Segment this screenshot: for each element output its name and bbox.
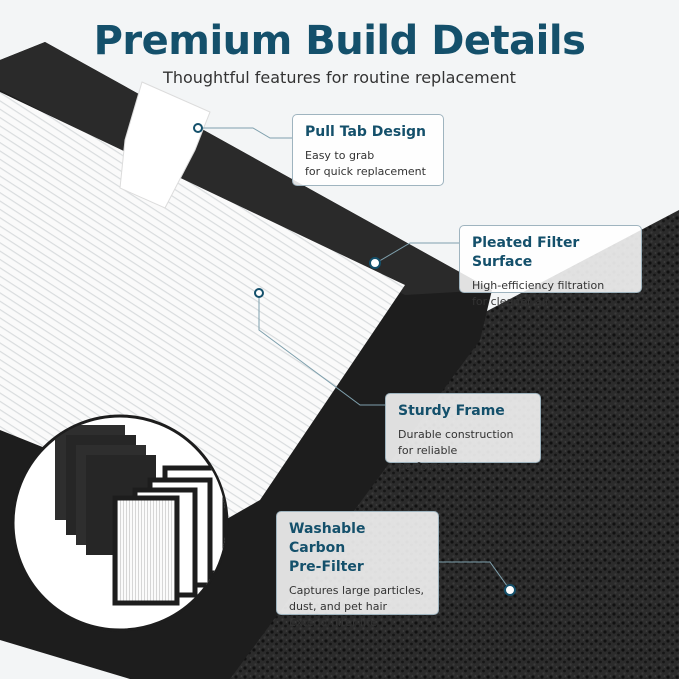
marker-pleated	[369, 257, 381, 269]
callout-description: High-efficiency filtration for cleaner a…	[472, 279, 605, 308]
callout-pull-tab: Pull Tab Design Easy to grab for quick r…	[292, 114, 444, 186]
marker-pull-tab	[193, 123, 203, 133]
callout-title: Pleated Filter Surface	[472, 235, 580, 270]
marker-carbon	[504, 584, 516, 596]
callout-carbon-prefilter: Washable Carbon Pre-Filter Captures larg…	[276, 511, 439, 629]
callout-sturdy-frame: Sturdy Frame Durable construction for re…	[385, 393, 541, 473]
marker-frame	[254, 288, 264, 298]
page-subtitle: Thoughtful features for routine replacem…	[163, 68, 516, 87]
callout-description: Durable construction for reliable perfor…	[398, 428, 514, 473]
callout-title: Sturdy Frame	[398, 403, 505, 419]
pull-tab	[119, 81, 211, 209]
page-title: Premium Build Details	[93, 18, 586, 64]
callout-description: Captures large particles, dust, and pet …	[289, 584, 425, 629]
callout-title: Pull Tab Design	[305, 124, 427, 140]
callout-title: Washable Carbon Pre-Filter	[289, 521, 366, 575]
leader-lines	[200, 127, 511, 591]
callout-pleated-surface: Pleated Filter Surface High-efficiency f…	[459, 225, 642, 308]
callout-description: Easy to grab for quick replacement	[305, 149, 426, 178]
pleated-media	[0, 92, 405, 520]
product-set-inset	[11, 414, 229, 632]
